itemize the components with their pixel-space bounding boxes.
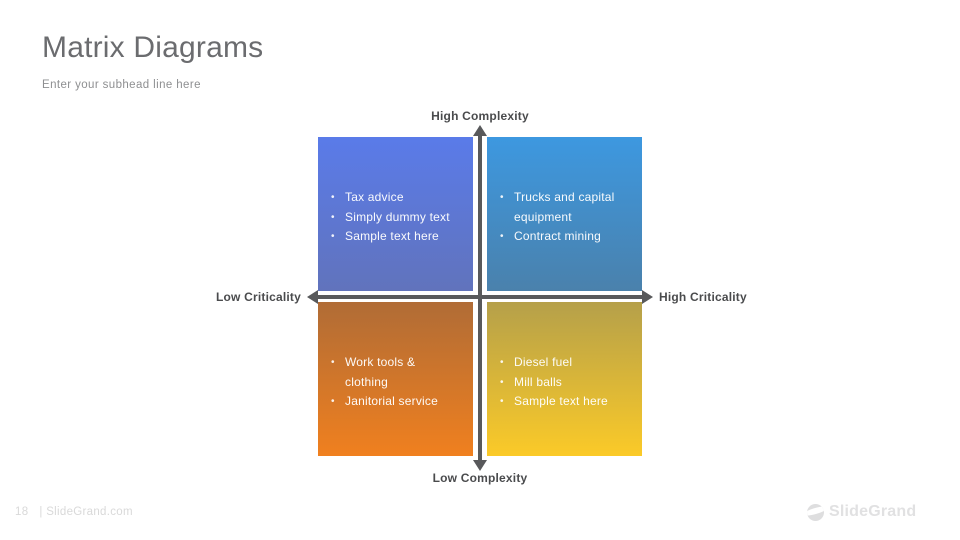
list-item: Diesel fuel [500, 353, 629, 373]
list-item: Work tools & clothing [331, 353, 460, 392]
arrow-right-icon [642, 290, 653, 304]
list-item: Trucks and capital equipment [500, 188, 629, 227]
sphere-swoosh-icon [807, 503, 824, 521]
brand-logo: SlideGrand [807, 503, 916, 521]
list-item: Sample text here [500, 392, 629, 412]
quadrant-top-left: Tax advice Simply dummy text Sample text… [318, 137, 473, 291]
footer-page-info: 18 | SlideGrand.com [15, 506, 133, 518]
list-item: Mill balls [500, 373, 629, 393]
axis-label-high-complexity: High Complexity [431, 109, 529, 123]
list-item: Contract mining [500, 227, 629, 247]
quadrant-bottom-left-list: Work tools & clothing Janitorial service [318, 302, 473, 412]
arrow-left-icon [307, 290, 318, 304]
quadrant-bottom-right-list: Diesel fuel Mill balls Sample text here [487, 302, 642, 412]
arrow-up-icon [473, 125, 487, 136]
brand-name: SlideGrand [829, 503, 917, 520]
arrow-down-icon [473, 460, 487, 471]
list-item: Simply dummy text [331, 208, 460, 228]
quadrant-top-right: Trucks and capital equipment Contract mi… [487, 137, 642, 291]
list-item: Janitorial service [331, 392, 460, 412]
list-item: Tax advice [331, 188, 460, 208]
axis-label-high-criticality: High Criticality [659, 290, 747, 304]
page-number: 18 [15, 506, 29, 518]
quadrant-top-right-list: Trucks and capital equipment Contract mi… [487, 137, 642, 247]
quadrant-bottom-left: Work tools & clothing Janitorial service [318, 302, 473, 456]
list-item: Sample text here [331, 227, 460, 247]
axis-label-low-complexity: Low Complexity [432, 471, 528, 485]
page-title: Matrix Diagrams [42, 31, 264, 64]
quadrant-bottom-right: Diesel fuel Mill balls Sample text here [487, 302, 642, 456]
horizontal-axis-line [316, 295, 644, 299]
quadrant-top-left-list: Tax advice Simply dummy text Sample text… [318, 137, 473, 247]
subhead-placeholder: Enter your subhead line here [42, 79, 201, 91]
axis-label-low-criticality: Low Criticality [215, 290, 301, 304]
footer-site-label: | SlideGrand.com [39, 506, 133, 518]
